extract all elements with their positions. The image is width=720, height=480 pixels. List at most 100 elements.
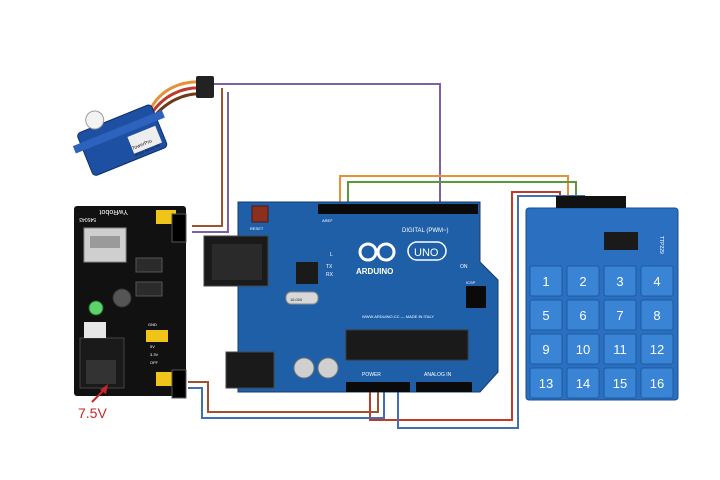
voltage-arrow-head	[100, 384, 108, 394]
keypad-key-12[interactable]	[640, 333, 674, 365]
arduino-model: UNO	[414, 247, 439, 259]
keypad-key-9[interactable]	[529, 333, 563, 365]
wire-keypad-vcc	[369, 191, 561, 421]
keypad-key-3[interactable]	[603, 265, 637, 297]
wire-servo-gnd	[192, 92, 229, 233]
psu-label-5v: 5V	[150, 344, 155, 349]
arduino-pcb	[237, 201, 499, 393]
servo-label	[127, 125, 162, 154]
arduino-brand: ARDUINO	[356, 267, 393, 276]
keypad-key-label: 15	[613, 376, 627, 391]
arduino-uno-board: ARDUINO UNO DIGITAL (PWM~) ON TX RX L WW…	[203, 201, 499, 393]
regulator-2	[135, 281, 163, 297]
keypad-key-label: 8	[653, 308, 660, 323]
power-header	[346, 382, 410, 392]
keypad-key-label: 10	[576, 342, 590, 357]
servo-horn	[85, 110, 105, 130]
keypad-key-label: 2	[579, 274, 586, 289]
keypad-key-label: 14	[576, 376, 590, 391]
keypad-model: TTP229	[658, 236, 664, 254]
keypad-key-label: 12	[650, 342, 664, 357]
keypad-key-14[interactable]	[566, 367, 600, 399]
servo-connector	[196, 76, 214, 98]
psu-brand: YwRobot	[100, 208, 128, 215]
power-header-label: POWER	[362, 372, 381, 378]
usb-chip	[296, 262, 318, 284]
keypad-key-16[interactable]	[640, 367, 674, 399]
keypad-key-label: 4	[653, 274, 660, 289]
aref-label: AREF	[322, 218, 333, 223]
psu-label-off: OFF	[150, 360, 159, 365]
keypad-key-6[interactable]	[566, 299, 600, 331]
keypad-key-label: 1	[542, 274, 549, 289]
digital-header	[318, 204, 478, 214]
servo-flange	[72, 110, 165, 154]
keypad-key-13[interactable]	[529, 367, 563, 399]
wire-servo-signal	[212, 83, 441, 208]
tx-label: TX	[326, 264, 333, 270]
dc-jack-socket	[86, 360, 116, 384]
rx-label: RX	[326, 272, 334, 278]
keypad-key-label: 13	[539, 376, 553, 391]
voltage-indicator	[91, 384, 108, 403]
atmega-chip	[345, 329, 469, 361]
keypad-key-label: 11	[613, 342, 627, 357]
jumper-mid	[146, 330, 168, 342]
capacitor-1	[293, 357, 315, 379]
capacitor-2	[317, 357, 339, 379]
jumper-bot	[156, 372, 176, 386]
keypad-key-2[interactable]	[566, 265, 600, 297]
arduino-logo-right	[376, 242, 396, 262]
keypad-key-label: 7	[616, 308, 623, 323]
keypad-key-label: 3	[616, 274, 623, 289]
keypad-key-4[interactable]	[640, 265, 674, 297]
keypad-key-5[interactable]	[529, 299, 563, 331]
keypad-key-label: 5	[542, 308, 549, 323]
power-supply-module: YwRobot 545043 OFF 3.3V 5V GND	[74, 206, 187, 399]
arduino-usb-metal	[212, 244, 262, 280]
arduino-reset-button[interactable]	[251, 205, 269, 223]
power-led	[88, 300, 104, 316]
keypad-key-1[interactable]	[529, 265, 563, 297]
wire-keypad-sdo	[347, 181, 577, 208]
digital-header-label: DIGITAL (PWM~)	[402, 228, 449, 234]
power-switch[interactable]	[112, 288, 132, 308]
arduino-logo	[358, 242, 396, 262]
keypad-key-label: 9	[542, 342, 549, 357]
l-label: L	[330, 252, 333, 258]
crystal	[285, 291, 319, 305]
psu-header-bot	[171, 369, 187, 399]
on-label: ON	[460, 264, 468, 270]
keypad-key-7[interactable]	[603, 299, 637, 331]
icsp-header	[466, 286, 486, 308]
made-in-label: WWW.ARDUINO.CC — MADE IN ITALY	[362, 314, 434, 319]
keypad-key-8[interactable]	[640, 299, 674, 331]
uno-badge	[407, 241, 447, 261]
reset-label: RESET	[250, 226, 264, 231]
usb-port-inner	[90, 236, 120, 248]
arduino-dc-jack	[225, 351, 275, 389]
icsp-label: ICSP	[466, 280, 476, 285]
keypad-key-label: 6	[579, 308, 586, 323]
psu-white-connector	[84, 322, 106, 338]
regulator-1	[135, 257, 163, 273]
servo-motor: TowerPro Micro Servo 99	[72, 76, 214, 176]
crystal-label: 16.000	[290, 297, 303, 302]
wire-psu-gnd	[188, 387, 385, 419]
keypad-key-label: 16	[650, 376, 664, 391]
analog-header-label: ANALOG IN	[424, 372, 452, 378]
keypad-key-10[interactable]	[566, 333, 600, 365]
keypad-key-11[interactable]	[603, 333, 637, 365]
arduino-logo-left	[358, 242, 378, 262]
voltage-label: 7.5V	[78, 405, 107, 421]
jumper-top	[156, 210, 176, 224]
keypad-key-15[interactable]	[603, 367, 637, 399]
psu-model: 545043	[79, 216, 96, 222]
wire-keypad-scl	[339, 175, 569, 208]
psu-header-top	[171, 213, 187, 243]
wire-servo-vcc	[192, 88, 223, 227]
keypad-header	[556, 196, 626, 208]
